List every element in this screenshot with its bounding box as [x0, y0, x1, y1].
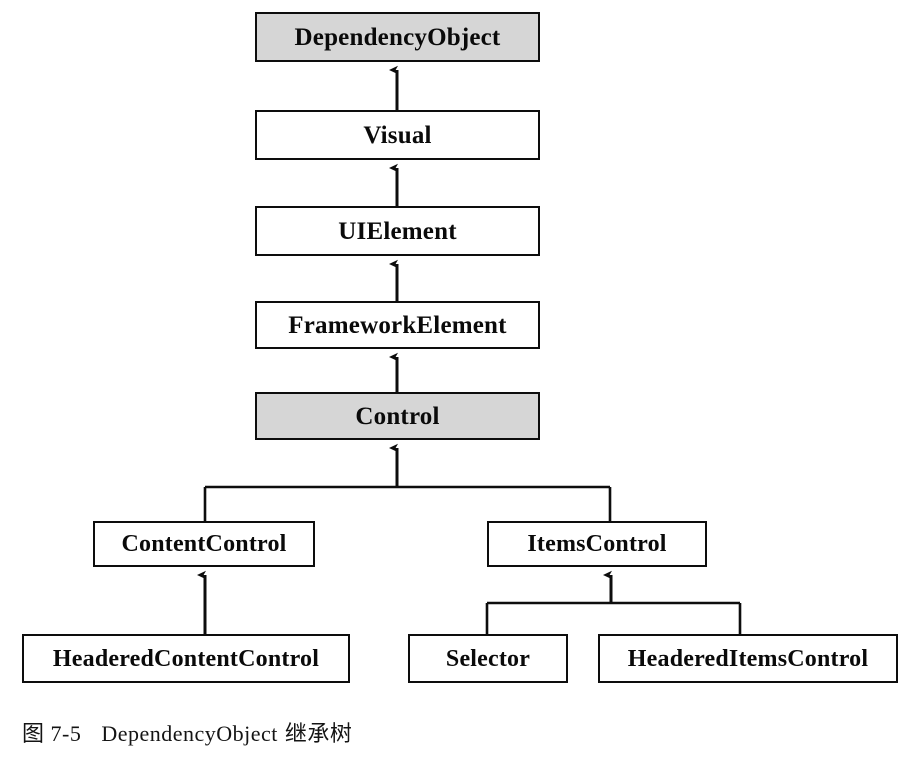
- node-uielement-label: UIElement: [338, 217, 457, 245]
- node-dependencyobject-label: DependencyObject: [294, 23, 501, 51]
- node-control-label: Control: [355, 402, 440, 430]
- figure-caption-number: 图 7-5: [22, 721, 82, 746]
- node-itemscontrol-label: ItemsControl: [527, 531, 667, 557]
- node-visual[interactable]: Visual: [255, 110, 540, 160]
- node-dependencyobject[interactable]: DependencyObject: [255, 12, 540, 62]
- node-headeredcontentcontrol[interactable]: HeaderedContentControl: [22, 634, 350, 683]
- node-itemscontrol[interactable]: ItemsControl: [487, 521, 707, 567]
- node-frameworkelement-label: FrameworkElement: [288, 311, 507, 339]
- node-headereditemscontrol-label: HeaderedItemsControl: [627, 645, 869, 672]
- figure-caption-title: DependencyObject: [101, 721, 278, 746]
- node-contentcontrol[interactable]: ContentControl: [93, 521, 315, 567]
- node-contentcontrol-label: ContentControl: [121, 531, 287, 557]
- node-headereditemscontrol[interactable]: HeaderedItemsControl: [598, 634, 898, 683]
- connector-control-children-bus: [203, 443, 612, 521]
- connector-itemscontrol-children-bus: [485, 570, 742, 634]
- node-selector[interactable]: Selector: [408, 634, 568, 683]
- figure-caption-tail: 继承树: [284, 721, 353, 746]
- node-visual-label: Visual: [363, 121, 432, 149]
- node-headeredcontentcontrol-label: HeaderedContentControl: [52, 645, 320, 672]
- node-selector-label: Selector: [445, 645, 531, 672]
- node-frameworkelement[interactable]: FrameworkElement: [255, 301, 540, 349]
- node-control[interactable]: Control: [255, 392, 540, 440]
- node-uielement[interactable]: UIElement: [255, 206, 540, 256]
